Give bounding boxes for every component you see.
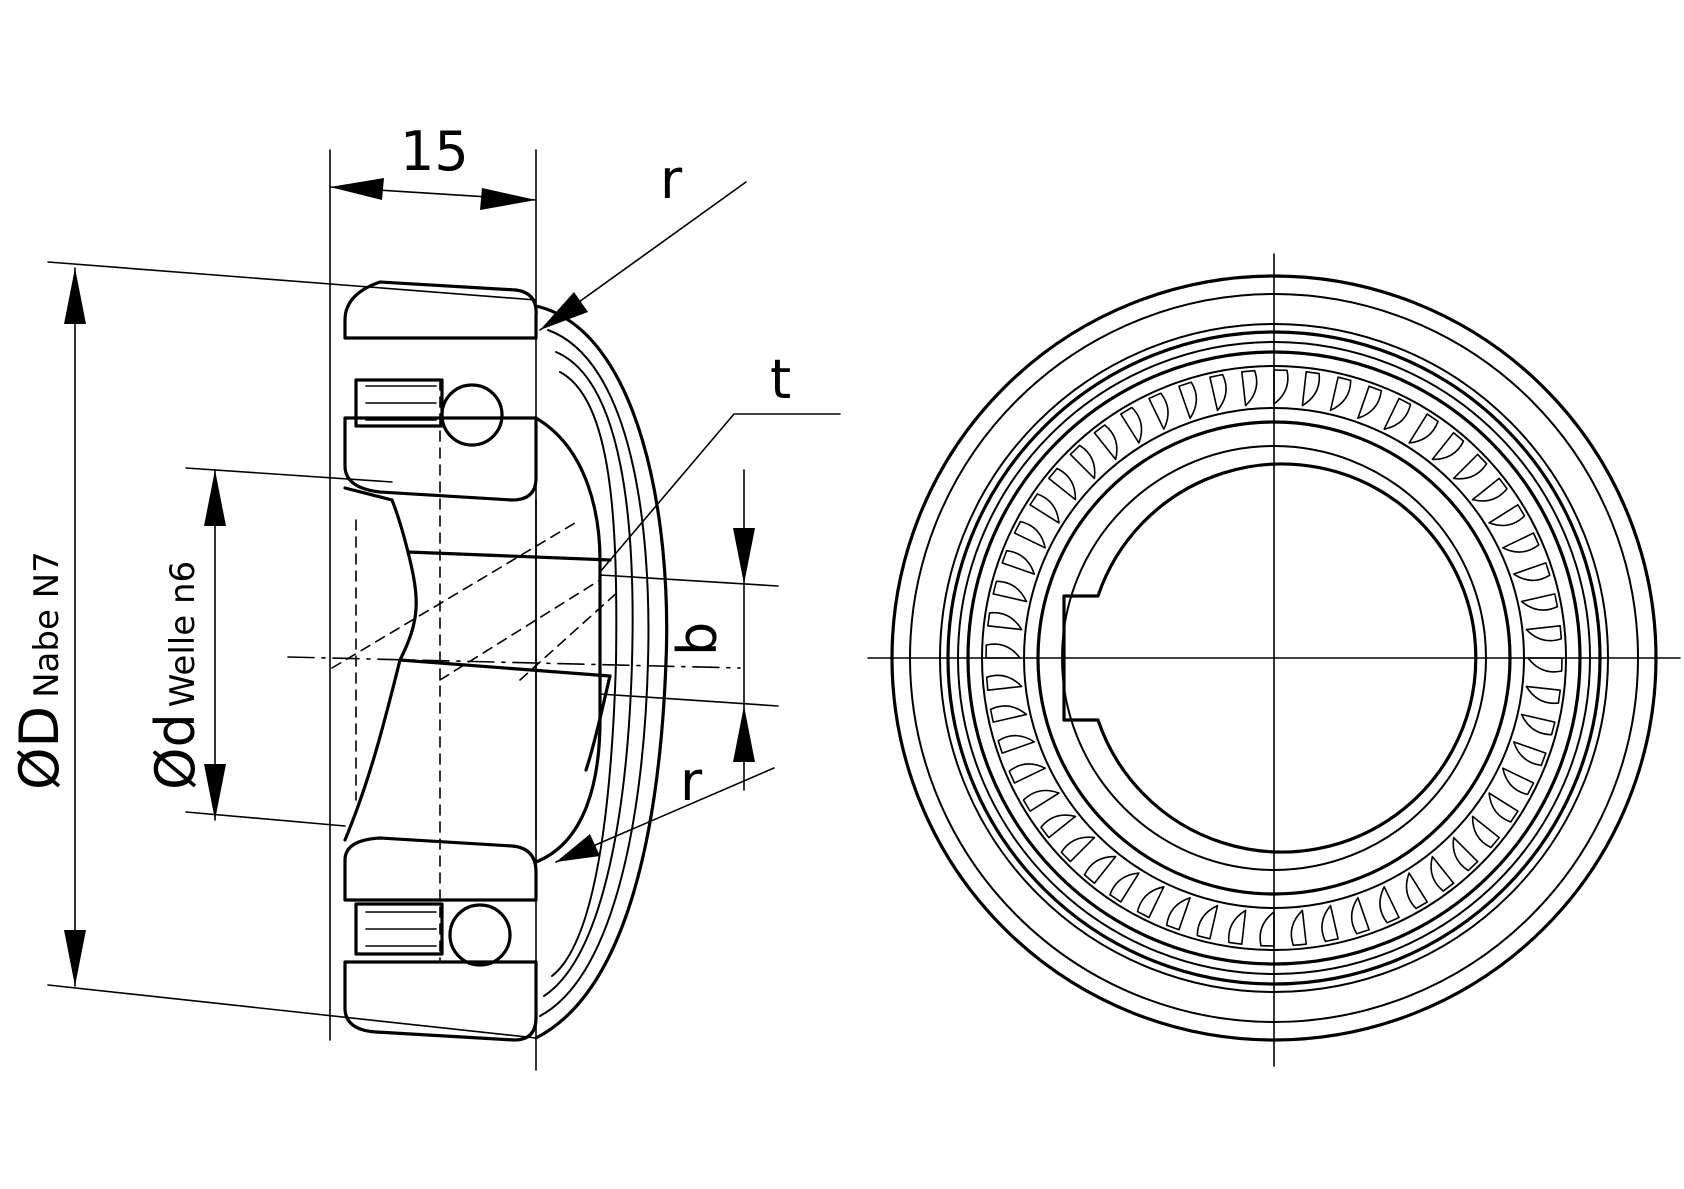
inner-diameter-label: Ød Welle n6 xyxy=(144,561,207,790)
cage-tooth xyxy=(1259,911,1275,947)
cage-tooth xyxy=(1008,763,1046,784)
cage-tooth xyxy=(1502,767,1535,796)
cage-tooth xyxy=(1040,814,1077,839)
svg-text:ØDNabe N7: ØD Nabe N7 xyxy=(8,551,71,790)
cage-tooth xyxy=(1488,504,1526,527)
cage-tooth xyxy=(1512,562,1551,582)
seal-flange-arcs xyxy=(534,304,669,1040)
inner-diameter-symbol: Ød xyxy=(144,713,207,790)
cage-tooth xyxy=(1029,493,1060,524)
cage-tooth xyxy=(1109,872,1140,903)
cage-tooth xyxy=(1471,477,1508,502)
cage-tooth xyxy=(1165,896,1191,931)
keyway-depth-label: t xyxy=(770,348,791,411)
radius-label-bottom: r xyxy=(680,750,703,813)
cage-tooth xyxy=(1383,397,1412,430)
cage-tooth xyxy=(1321,904,1339,943)
section-view xyxy=(47,149,841,1071)
cage-tooth xyxy=(1196,904,1219,940)
cage-tooth xyxy=(1069,444,1096,480)
outer-ring-upper-section xyxy=(343,280,538,340)
cage-tooth xyxy=(1001,549,1036,575)
cage-tooth xyxy=(1452,836,1479,872)
width-dimension-label: 15 xyxy=(400,120,469,183)
cage-tooth xyxy=(1430,855,1455,892)
cage-tooth xyxy=(1048,467,1077,501)
outer-diameter-fit: Nabe N7 xyxy=(27,551,67,698)
cage-tooth xyxy=(1060,836,1096,863)
cage-tooth xyxy=(1471,815,1500,849)
cage-tooth xyxy=(1379,886,1400,924)
cage-tooth xyxy=(1178,381,1198,420)
cage-tooth xyxy=(1357,385,1383,420)
outer-diameter-label: ØD Nabe N7 xyxy=(8,551,71,790)
needle-roller-lower xyxy=(354,902,444,956)
cage-tooth xyxy=(1502,532,1540,553)
cage-tooth xyxy=(1525,685,1561,705)
svg-text:ØdWelle n6: Ød Welle n6 xyxy=(144,561,207,790)
cage-tooth xyxy=(992,580,1028,603)
cage-tooth xyxy=(1136,886,1165,919)
cage-tooth xyxy=(1329,376,1352,412)
inner-diameter-fit: Welle n6 xyxy=(163,561,203,707)
cage-tooth xyxy=(1083,855,1117,884)
cage-tooth xyxy=(1301,371,1321,407)
front-view xyxy=(867,253,1681,1067)
cage-tooth xyxy=(1227,909,1247,945)
cage-tooth xyxy=(1452,453,1488,480)
cage-tooth xyxy=(985,643,1021,659)
outer-diameter-symbol: ØD xyxy=(8,706,71,790)
cage-tooth xyxy=(1520,593,1559,611)
cage-tooth xyxy=(1408,413,1439,444)
cage-tooth xyxy=(1431,432,1465,461)
cage-tooth xyxy=(1405,872,1428,910)
keyway-width-label: b xyxy=(666,622,729,656)
cage-tooth xyxy=(1527,657,1563,673)
cage-tooth xyxy=(1241,369,1258,407)
cage-tooth xyxy=(1525,625,1563,642)
cage-tooth xyxy=(1209,373,1227,412)
ball-lower xyxy=(448,903,512,967)
cage-tooth xyxy=(1273,369,1289,405)
cage-tooth xyxy=(989,705,1028,723)
outer-ring-outer-edge xyxy=(890,274,1658,1042)
bore-surface-lower xyxy=(398,658,612,772)
cage-tooth xyxy=(1120,406,1143,444)
cage-tooth xyxy=(1093,424,1118,461)
cage-tooth xyxy=(1013,520,1046,549)
cage-tooth xyxy=(997,734,1036,754)
cage-tooth xyxy=(1290,909,1307,947)
keyway-depth-leader xyxy=(599,413,841,573)
cage-tooth xyxy=(987,611,1023,631)
cage-tooth xyxy=(1512,741,1547,767)
roller-cage-teeth xyxy=(985,369,1563,947)
cage-tooth xyxy=(985,674,1023,691)
cage-tooth xyxy=(1022,789,1060,812)
centerline-horizontal-left xyxy=(287,656,741,669)
needle-roller-upper xyxy=(354,378,444,428)
ball-upper xyxy=(440,383,504,447)
bore-surface-upper xyxy=(390,498,612,562)
cage-tooth xyxy=(1488,792,1519,823)
cage-tooth xyxy=(1350,896,1370,935)
cage-tooth xyxy=(1148,392,1169,430)
bore-with-keyway xyxy=(1062,462,1478,854)
cage-tooth xyxy=(1520,713,1556,736)
radius-label-top: r xyxy=(660,148,683,211)
bore-left-curve xyxy=(343,550,418,842)
